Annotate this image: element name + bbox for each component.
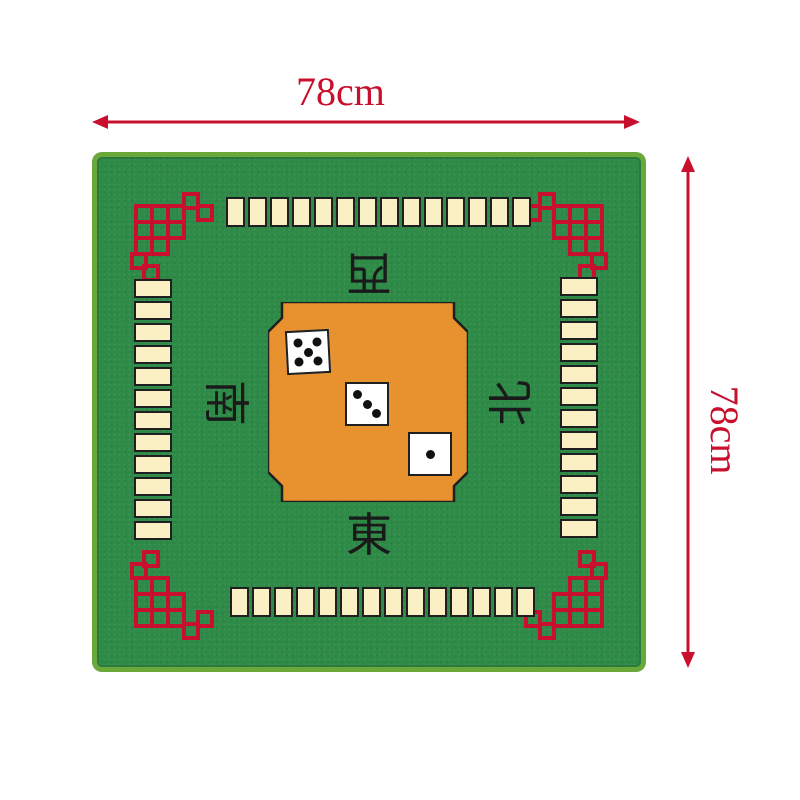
mahjong-tile xyxy=(560,387,598,406)
mahjong-tile xyxy=(560,299,598,318)
mahjong-tile xyxy=(134,389,172,408)
tile-row-bottom xyxy=(230,587,538,617)
mahjong-tile xyxy=(134,323,172,342)
mahjong-tile xyxy=(560,409,598,428)
mahjong-tile xyxy=(560,277,598,296)
mahjong-tile xyxy=(490,197,509,227)
dimension-width-arrow xyxy=(92,115,640,129)
mahjong-tile xyxy=(446,197,465,227)
mahjong-tile xyxy=(336,197,355,227)
die-one xyxy=(408,432,452,476)
mahjong-tile xyxy=(270,197,289,227)
mahjong-tile xyxy=(314,197,333,227)
mahjong-tile xyxy=(134,521,172,540)
mahjong-tile xyxy=(226,197,245,227)
tile-row-right xyxy=(560,277,598,541)
mahjong-tile xyxy=(252,587,271,617)
mahjong-tile xyxy=(494,587,513,617)
wind-east-label: 東 xyxy=(346,508,392,562)
mahjong-tile xyxy=(428,587,447,617)
tile-row-top xyxy=(226,197,534,227)
mahjong-tile xyxy=(134,499,172,518)
mahjong-tile xyxy=(274,587,293,617)
mahjong-tile xyxy=(560,321,598,340)
chinese-knot-corner-icon xyxy=(524,192,608,282)
mahjong-tile xyxy=(318,587,337,617)
mahjong-tile xyxy=(134,301,172,320)
mahjong-tile xyxy=(134,433,172,452)
chinese-knot-corner-icon xyxy=(130,192,214,282)
mahjong-tile xyxy=(472,587,491,617)
mahjong-tile xyxy=(134,411,172,430)
mahjong-tile xyxy=(560,365,598,384)
mahjong-tile xyxy=(296,587,315,617)
mahjong-tile xyxy=(358,197,377,227)
die-five xyxy=(284,328,332,376)
mahjong-tile xyxy=(560,519,598,538)
tile-row-left xyxy=(134,279,172,543)
mahjong-tile xyxy=(134,455,172,474)
mahjong-tile xyxy=(450,587,469,617)
mahjong-tile xyxy=(512,197,531,227)
mahjong-tile xyxy=(134,279,172,298)
mahjong-tile xyxy=(560,497,598,516)
wind-south-label: 南 xyxy=(199,380,253,426)
mahjong-tile xyxy=(248,197,267,227)
mahjong-mat: 西 東 南 北 xyxy=(92,152,646,672)
mahjong-tile xyxy=(380,197,399,227)
mahjong-tile xyxy=(468,197,487,227)
mahjong-tile xyxy=(560,475,598,494)
mahjong-tile xyxy=(516,587,535,617)
mahjong-tile xyxy=(230,587,249,617)
mahjong-tile xyxy=(560,431,598,450)
mahjong-tile xyxy=(134,477,172,496)
mahjong-tile xyxy=(402,197,421,227)
mahjong-tile xyxy=(292,197,311,227)
mahjong-tile xyxy=(384,587,403,617)
mahjong-tile xyxy=(406,587,425,617)
die-three xyxy=(345,382,389,426)
dimension-width-label: 78cm xyxy=(296,69,385,114)
mahjong-tile xyxy=(424,197,443,227)
wind-west-label: 西 xyxy=(346,246,392,300)
mahjong-tile xyxy=(134,367,172,386)
mahjong-tile xyxy=(560,453,598,472)
mahjong-tile xyxy=(362,587,381,617)
wind-north-label: 北 xyxy=(484,380,538,426)
chinese-knot-corner-icon xyxy=(130,550,214,640)
mahjong-tile xyxy=(560,343,598,362)
mahjong-tile xyxy=(134,345,172,364)
mahjong-tile xyxy=(340,587,359,617)
chinese-knot-corner-icon xyxy=(524,550,608,640)
dimension-height-label: 78cm xyxy=(702,385,747,475)
dimension-height-arrow xyxy=(681,156,695,668)
